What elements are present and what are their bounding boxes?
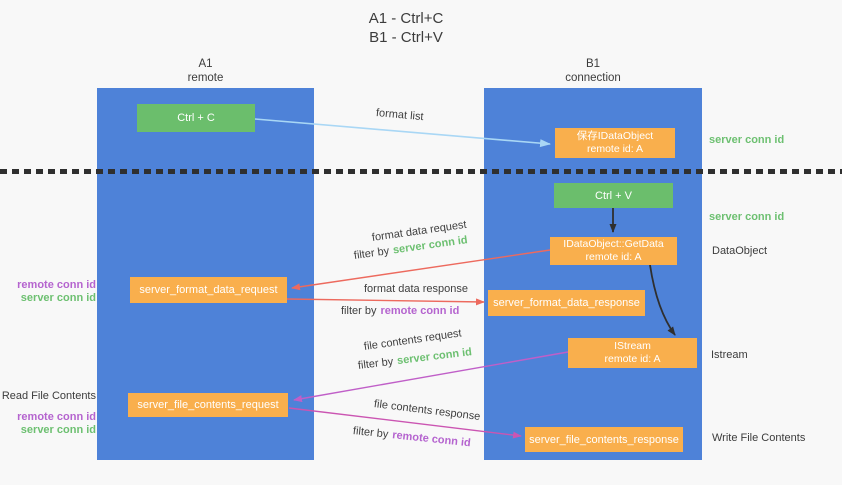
remote-conn-id-text: remote conn id	[391, 429, 472, 450]
ctrl-v-box: Ctrl + V	[554, 183, 673, 208]
remote-conn-id-text: remote conn id	[380, 305, 460, 317]
diagram-title: A1 - Ctrl+C B1 - Ctrl+V	[336, 9, 476, 47]
server-format-data-request-box: server_format_data_request	[130, 277, 287, 303]
arrow-format-data-response	[286, 298, 485, 306]
right-server-conn-id-top-label: server conn id	[709, 134, 785, 146]
title-line-1: A1 - Ctrl+C	[368, 10, 444, 27]
title-line-2: B1 - Ctrl+V	[369, 29, 443, 46]
getdata-line2: remote id: A	[585, 251, 642, 263]
filter-by-text: filter by	[357, 355, 394, 372]
write-file-contents-label: Write File Contents	[712, 432, 806, 444]
format-list-label: format list	[375, 107, 425, 124]
left-column-header: A1 remote	[97, 57, 314, 85]
left-file-remote-conn-id-label: remote conn id	[17, 411, 96, 423]
save-idataobject-box: 保存IDataObject remote id: A	[555, 128, 675, 158]
server-format-data-request-label: server_format_data_request	[139, 284, 278, 296]
istream-side-label: Istream	[711, 349, 748, 361]
ctrl-c-label: Ctrl + C	[177, 112, 215, 124]
left-format-remote-conn-id-label: remote conn id	[17, 279, 96, 291]
right-column-name: B1	[585, 58, 601, 70]
filter-by-text: filter by	[353, 245, 390, 262]
right-server-conn-id-mid-label: server conn id	[709, 211, 785, 223]
server-format-data-response-label: server_format_data_response	[493, 297, 640, 309]
server-file-contents-request-box: server_file_contents_request	[128, 393, 288, 417]
filter-by-text: filter by	[352, 425, 389, 441]
format-data-response-label: format data response	[364, 283, 468, 295]
server-format-data-response-box: server_format_data_response	[488, 290, 645, 316]
istream-box: IStream remote id: A	[568, 338, 697, 368]
getdata-line1: IDataObject::GetData	[563, 238, 664, 250]
file-contents-response-label: file contents response	[373, 398, 481, 423]
istream-line2: remote id: A	[604, 353, 661, 365]
ctrl-v-label: Ctrl + V	[595, 189, 632, 202]
right-column-header: B1 connection	[484, 57, 702, 85]
server-file-contents-request-label: server_file_contents_request	[137, 399, 279, 411]
save-idataobject-line2: remote id: A	[586, 143, 644, 155]
dataobject-label: DataObject	[712, 245, 768, 257]
filter-by-text: filter by	[341, 305, 377, 317]
istream-line1: IStream	[614, 340, 651, 352]
dashed-divider	[0, 169, 842, 174]
left-column-name: A1	[198, 58, 213, 70]
ctrl-c-box: Ctrl + C	[137, 104, 255, 132]
server-conn-id-text: server conn id	[396, 346, 473, 368]
server-file-contents-response-box: server_file_contents_response	[525, 427, 683, 452]
server-file-contents-response-label: server_file_contents_response	[529, 433, 679, 446]
left-format-server-conn-id-label: server conn id	[20, 292, 96, 304]
getdata-box: IDataObject::GetData remote id: A	[550, 237, 677, 265]
left-file-server-conn-id-label: server conn id	[20, 424, 96, 436]
read-file-contents-label: Read File Contents	[1, 390, 96, 402]
right-column-subtitle: connection	[565, 72, 621, 84]
save-idataobject-line1: 保存IDataObject	[576, 130, 654, 142]
left-column-subtitle: remote	[187, 72, 224, 84]
